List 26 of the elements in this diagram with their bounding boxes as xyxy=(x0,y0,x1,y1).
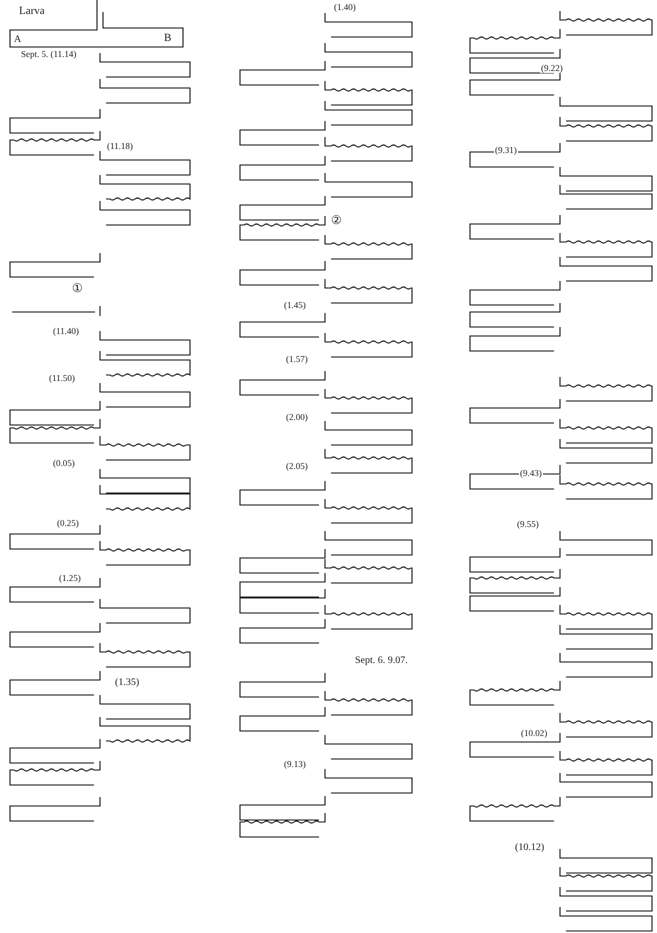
time-label: (1.25) xyxy=(58,574,82,583)
time-label: (9.43) xyxy=(519,469,543,478)
circled-number: ② xyxy=(330,214,343,226)
circled-number: ① xyxy=(71,282,84,294)
time-label: (10.12) xyxy=(514,843,546,853)
time-label: (1.57) xyxy=(285,355,309,364)
time-label: (1.45) xyxy=(283,301,307,310)
time-label: (9.55) xyxy=(516,520,540,529)
time-label: B xyxy=(163,33,172,44)
time-label: (2.00) xyxy=(285,413,309,422)
time-label: Sept. 5. (11.14) xyxy=(20,50,78,59)
time-label: Larva xyxy=(18,6,46,17)
time-label: (11.40) xyxy=(52,327,80,336)
time-label: (9.13) xyxy=(283,760,307,769)
time-label: (9.22) xyxy=(540,64,564,73)
time-label: Sept. 6. 9.07. xyxy=(354,656,409,666)
time-label: (2.05) xyxy=(285,462,309,471)
time-label: (0.05) xyxy=(52,459,76,468)
time-label: (11.50) xyxy=(48,374,76,383)
time-label: (0.25) xyxy=(56,519,80,528)
time-label: A xyxy=(13,35,22,45)
time-label: (10.02) xyxy=(520,729,548,738)
time-label: (11.18) xyxy=(106,142,134,151)
time-label: (1.40) xyxy=(333,3,357,12)
time-label: (9.31) xyxy=(494,146,518,155)
time-label: (1.35) xyxy=(114,678,140,688)
